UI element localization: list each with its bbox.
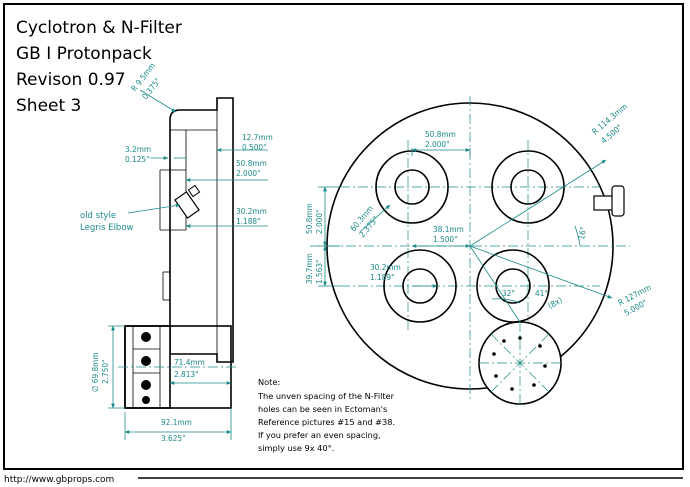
elbow-label-line-1: old style	[80, 211, 116, 221]
side-dim-71-4-in: 2.813"	[174, 369, 198, 379]
note-block: Note: The unven spacing of the N-Filter …	[257, 377, 395, 453]
n-filter-circle	[478, 321, 562, 405]
side-dim-30-2-mm: 30.2mm	[236, 206, 267, 216]
legris-elbow	[174, 184, 201, 219]
side-dim-50-8-in: 2.000"	[236, 168, 260, 178]
front-dim-38-1-mm: 38.1mm	[433, 224, 464, 234]
side-dim-12-7-in: 0.500"	[242, 142, 266, 152]
front-dim-38-1-in: 1.500"	[433, 234, 457, 244]
front-dim-30-2-in: 1.189"	[370, 272, 394, 282]
title-line-2: GB I Protonpack	[16, 44, 152, 64]
side-dim-69-8-in: 2.750"	[100, 360, 110, 384]
elbow-label-line-2: Legris Elbow	[80, 223, 134, 233]
front-repeat-8x: (8x)	[546, 295, 564, 311]
front-view: 50.8mm 2.000" R 114.3mm 4.500" 60.3mm 2.…	[304, 96, 653, 405]
title-block: Cyclotron & N-Filter GB I Protonpack Rev…	[16, 18, 182, 116]
side-dim-71-4-mm: 71.4mm	[174, 357, 205, 367]
front-dim-50-8v-mm: 50.8mm	[304, 203, 314, 234]
side-dim-92-1-mm: 92.1mm	[161, 417, 192, 427]
side-dim-3-2-mm: 3.2mm	[125, 144, 151, 154]
front-dim-50-8v-in: 2.000"	[314, 210, 324, 234]
title-line-1: Cyclotron & N-Filter	[16, 18, 182, 38]
note-line-4: If you prefer an even spacing,	[258, 430, 381, 440]
side-connector	[593, 185, 625, 217]
side-dim-12-7-mm: 12.7mm	[242, 132, 273, 142]
note-line-1: The unven spacing of the N-Filter	[257, 391, 395, 401]
footer-url: http://www.gbprops.com	[4, 475, 114, 485]
title-line-4: Sheet 3	[16, 96, 81, 116]
note-line-2: holes can be seen in Ectoman's	[258, 404, 387, 414]
front-dim-50-8-mm: 50.8mm	[425, 129, 456, 139]
front-dim-39-7-in: 1.563"	[314, 260, 324, 284]
front-dim-50-8-in: 2.000"	[425, 139, 449, 149]
front-angle-32: 32°	[502, 288, 515, 298]
side-dim-69-8-mm: ∅ 69.8mm	[90, 352, 100, 392]
note-line-5: simply use 9x 40°.	[258, 443, 334, 453]
front-angle-16: 16°	[576, 226, 588, 241]
front-angle-41: 41°	[535, 288, 548, 298]
note-heading: Note:	[258, 377, 280, 387]
title-line-3: Revison 0.97	[16, 70, 126, 90]
front-dim-30-2-mm: 30.2mm	[370, 262, 401, 272]
front-dim-39-7-mm: 39.7mm	[304, 253, 314, 284]
side-dim-50-8-mm: 50.8mm	[236, 158, 267, 168]
sheet-border	[3, 3, 684, 470]
side-dim-30-2-in: 1.188"	[236, 216, 260, 226]
side-dim-3-2-in: 0.125"	[125, 154, 149, 164]
side-view: R 9.5mm 0.375" 3.2mm 0.125" 12.7mm 0.500…	[80, 61, 273, 443]
note-line-3: Reference pictures #15 and #38.	[258, 417, 395, 427]
side-dim-92-1-in: 3.625"	[161, 433, 185, 443]
